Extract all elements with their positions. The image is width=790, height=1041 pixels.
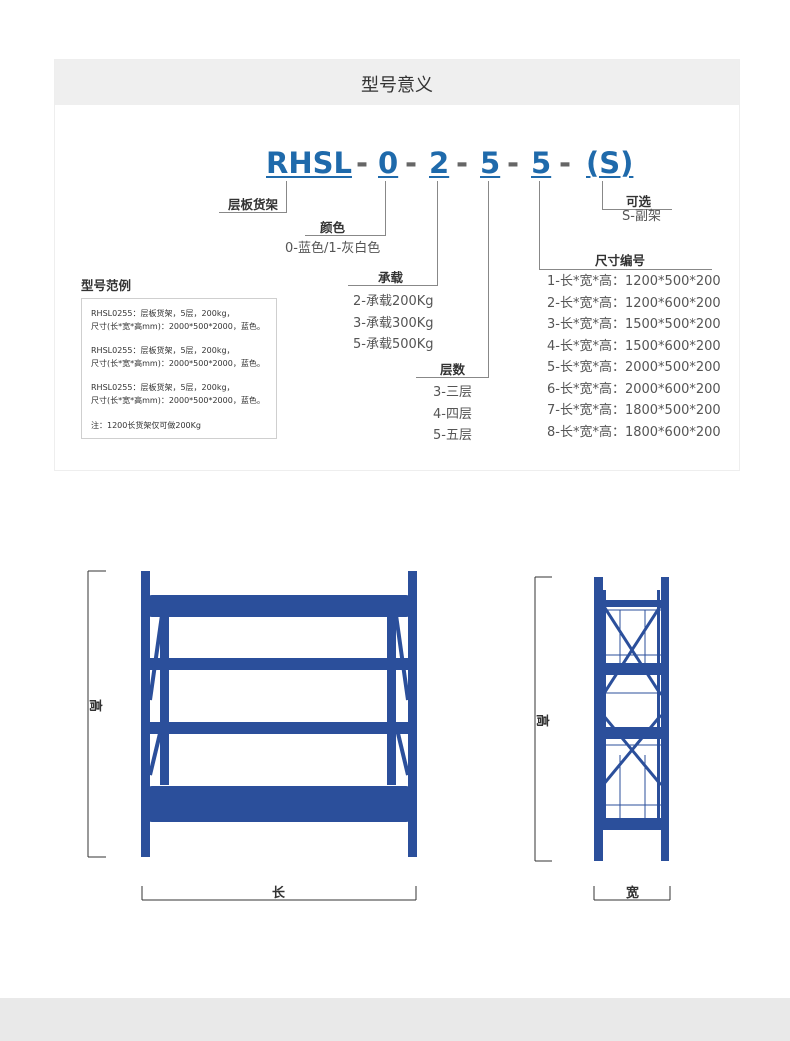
connector-line xyxy=(416,377,489,378)
example-line: 尺寸(长*宽*高mm)：2000*500*2000，蓝色。 xyxy=(91,396,265,405)
connector-line xyxy=(286,181,287,212)
upright xyxy=(408,571,417,857)
code-seg-size: 5 xyxy=(531,146,552,180)
code-seg-color: 0 xyxy=(378,146,399,180)
examples-title: 型号范例 xyxy=(81,278,132,293)
height-dimension xyxy=(534,576,552,862)
optional-options: S-副架 xyxy=(622,209,661,224)
upright xyxy=(657,590,660,830)
brace xyxy=(601,604,663,786)
upright xyxy=(160,615,169,785)
label-optional: 可选 xyxy=(626,194,652,209)
label-color: 颜色 xyxy=(320,220,346,235)
footer-band xyxy=(0,998,790,1041)
code-seg-load: 2 xyxy=(429,146,450,180)
upright xyxy=(661,577,669,861)
upright xyxy=(603,590,606,830)
side-width-label: 宽 xyxy=(626,886,640,901)
size-option: 1-长*宽*高：1200*500*200 xyxy=(547,274,721,289)
code-prefix: RHSL xyxy=(266,146,352,180)
side-height-label: 高 xyxy=(534,713,550,728)
connector-line xyxy=(488,181,489,378)
connector-line xyxy=(219,212,287,213)
code-seg-optional: (S) xyxy=(586,146,634,180)
shelf-board xyxy=(146,658,412,670)
shelf-beam xyxy=(597,818,666,830)
shelf-beam xyxy=(597,663,666,675)
brace xyxy=(148,614,410,776)
connector-line xyxy=(437,181,438,285)
connector-line xyxy=(539,269,712,270)
upright xyxy=(141,571,150,857)
size-option: 4-长*宽*高：1500*600*200 xyxy=(547,338,721,354)
upright xyxy=(594,577,603,861)
code-dash: - xyxy=(356,146,369,180)
label-shelf-type: 层板货架 xyxy=(228,197,279,212)
load-option: 2-承载200Kg xyxy=(353,294,434,309)
color-options: 0-蓝色/1-灰白色 xyxy=(285,241,381,256)
size-option: 8-长*宽*高：1800*600*200 xyxy=(547,424,721,440)
connector-line xyxy=(602,181,603,209)
connector-line xyxy=(539,181,540,269)
example-note: 注：1200长货架仅可做200Kg xyxy=(91,421,201,430)
front-height-label: 高 xyxy=(87,698,103,713)
shelf-board xyxy=(146,722,412,734)
layer-option: 4-四层 xyxy=(433,406,472,422)
size-option: 2-长*宽*高：1200*600*200 xyxy=(547,295,721,311)
code-dash: - xyxy=(456,146,469,180)
label-layers: 层数 xyxy=(440,362,466,377)
layer-option: 3-三层 xyxy=(433,385,472,400)
size-option: 7-长*宽*高：1800*500*200 xyxy=(547,403,721,418)
side-view-diagram xyxy=(534,576,671,901)
width-dimension xyxy=(593,886,671,901)
shelf-board xyxy=(146,786,412,822)
length-dimension xyxy=(141,886,417,901)
load-option: 5-承载500Kg xyxy=(353,337,434,352)
connector-line xyxy=(385,181,386,235)
shelf-beam xyxy=(597,600,666,607)
example-line: RHSL0255：层板货架，5层，200kg， xyxy=(91,309,235,318)
load-options: 2-承载200Kg 3-承载300Kg 5-承载500Kg xyxy=(353,291,434,356)
size-option: 6-长*宽*高：2000*600*200 xyxy=(547,381,721,397)
size-option: 5-长*宽*高：2000*500*200 xyxy=(547,360,721,375)
layer-option: 5-五层 xyxy=(433,428,472,443)
example-line: RHSL0255：层板货架，5层，200kg， xyxy=(91,346,235,355)
example-line: RHSL0255：层板货架，5层，200kg， xyxy=(91,383,235,392)
shelf-beam xyxy=(597,727,666,739)
example-line: 尺寸(长*宽*高mm)：2000*500*2000，蓝色。 xyxy=(91,359,265,368)
shelf-board xyxy=(146,595,412,617)
load-option: 3-承载300Kg xyxy=(353,315,434,331)
height-dimension xyxy=(87,570,106,858)
connector-line xyxy=(305,235,386,236)
label-load: 承载 xyxy=(378,270,404,285)
connector-line xyxy=(602,209,672,210)
front-length-label: 长 xyxy=(272,886,286,901)
front-view-diagram xyxy=(87,570,417,901)
code-seg-layers: 5 xyxy=(480,146,501,180)
examples-box: RHSL0255：层板货架，5层，200kg， 尺寸(长*宽*高mm)：2000… xyxy=(81,298,277,439)
code-dash: - xyxy=(405,146,418,180)
wire-mesh xyxy=(603,609,661,820)
code-dash: - xyxy=(507,146,520,180)
upright xyxy=(387,615,396,785)
size-option: 3-长*宽*高：1500*500*200 xyxy=(547,317,721,332)
card-title: 型号意义 xyxy=(361,75,433,96)
size-options: 1-长*宽*高：1200*500*200 2-长*宽*高：1200*600*20… xyxy=(547,271,721,443)
example-line: 尺寸(长*宽*高mm)：2000*500*2000，蓝色。 xyxy=(91,322,265,331)
connector-line xyxy=(348,285,438,286)
layer-options: 3-三层 4-四层 5-五层 xyxy=(433,382,472,447)
label-size-no: 尺寸编号 xyxy=(595,253,646,268)
card-header xyxy=(55,60,739,105)
code-dash: - xyxy=(559,146,572,180)
